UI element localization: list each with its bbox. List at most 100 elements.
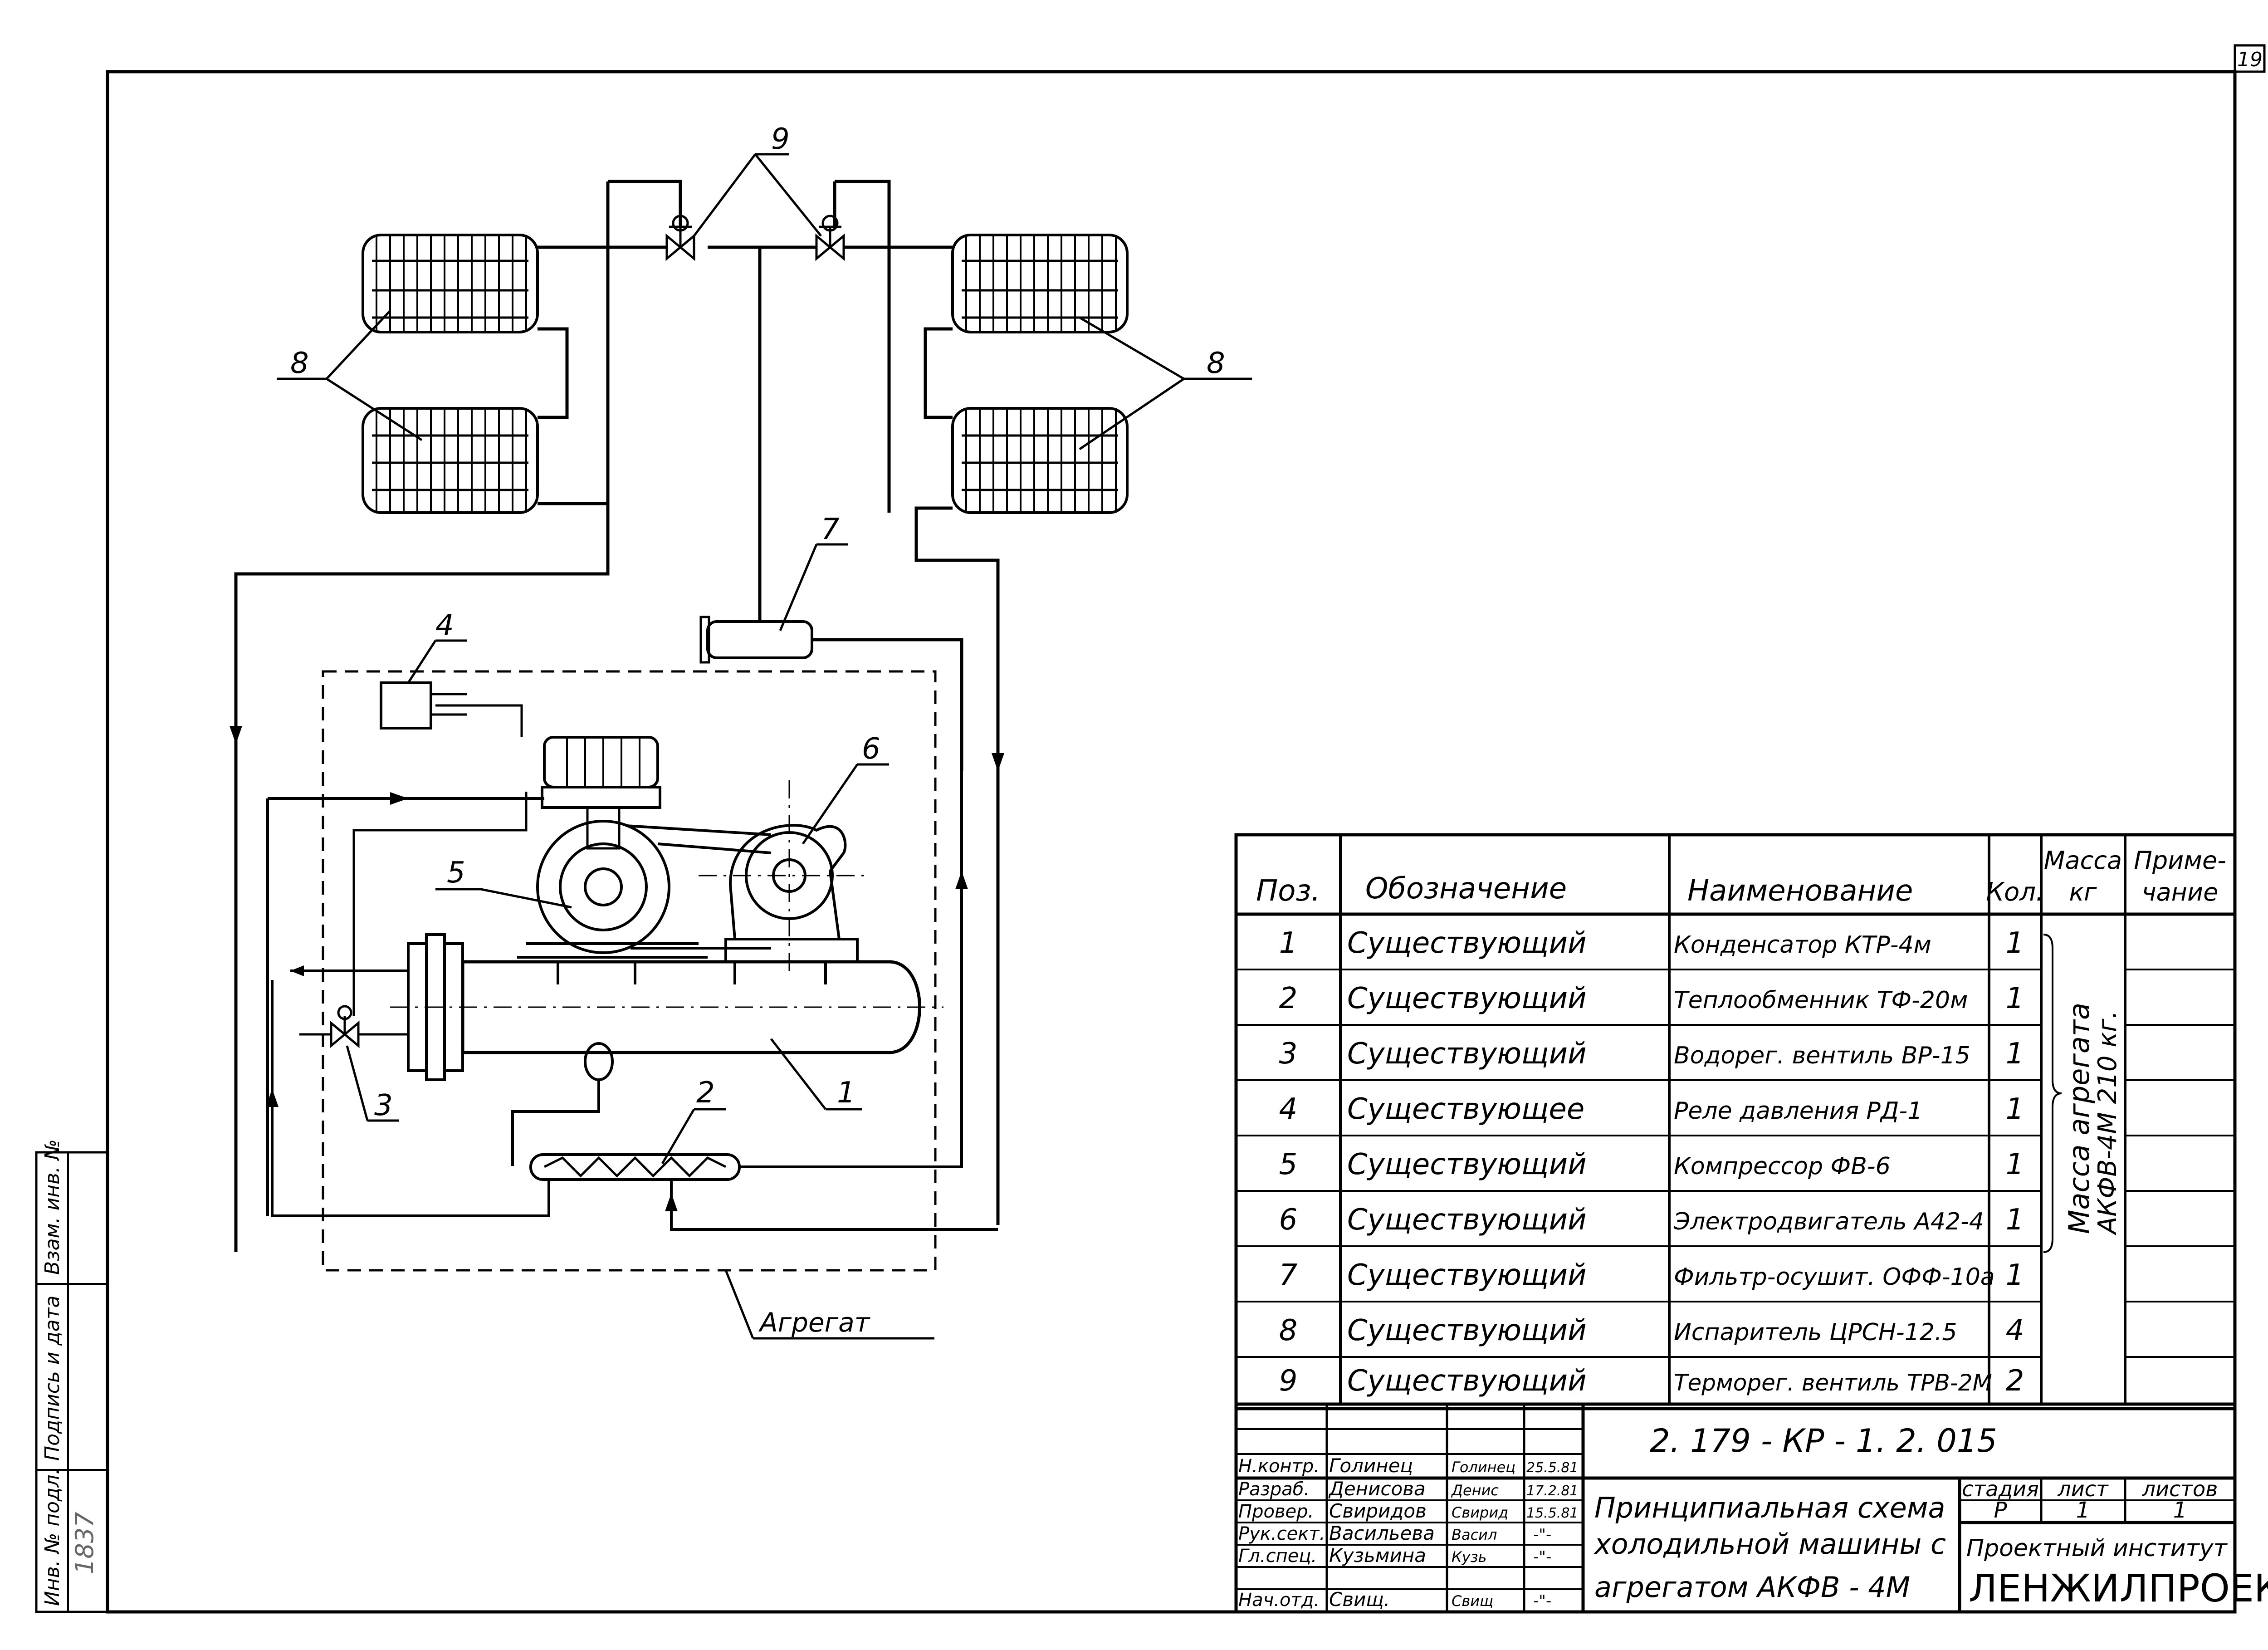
svg-text:4: 4	[1279, 1092, 1298, 1126]
sheets-label: листов	[2142, 1477, 2218, 1501]
label-3: 3	[374, 1089, 393, 1122]
mass-bracket	[2043, 934, 2062, 1253]
evaporator-right-top	[951, 234, 1129, 333]
svg-text:Гл.спец.: Гл.спец.	[1238, 1546, 1317, 1567]
svg-text:-"-: -"-	[1533, 1526, 1551, 1544]
arrow-right-down	[992, 753, 1004, 771]
leader-8-left: 8	[277, 310, 423, 441]
heat-exchanger-2	[271, 771, 998, 1231]
svg-text:Васил: Васил	[1452, 1526, 1497, 1543]
svg-text:Рук.сект.: Рук.сект.	[1238, 1523, 1325, 1544]
svg-text:-"-: -"-	[1533, 1548, 1551, 1566]
sign-date-label: Подпись и дата	[41, 1296, 64, 1461]
leader-7: 7	[779, 513, 848, 631]
svg-text:3: 3	[1279, 1037, 1298, 1071]
svg-text:Существующий: Существующий	[1347, 982, 1587, 1015]
label-4: 4	[435, 609, 454, 642]
svg-text:Существующий: Существующий	[1347, 1203, 1587, 1237]
svg-text:Кузь: Кузь	[1452, 1548, 1487, 1566]
svg-text:Н.контр.: Н.контр.	[1238, 1456, 1320, 1477]
svg-text:-"-: -"-	[1533, 1592, 1551, 1610]
title-block: 2. 179 - КР - 1. 2. 015 Принципиальная с…	[1234, 1402, 2268, 1614]
pressure-relay-4	[380, 681, 523, 737]
leader-aggregate: Агрегат	[724, 1270, 934, 1340]
header-pos: Поз.	[1256, 874, 1320, 908]
label-1: 1	[837, 1076, 855, 1110]
label-7: 7	[821, 513, 840, 546]
table-row: 2 Существующий Теплообменник ТФ-20м 1	[1279, 982, 2024, 1015]
inv-number: 1837	[70, 1512, 99, 1574]
arrow-loop	[390, 792, 408, 805]
label-5: 5	[447, 856, 465, 890]
svg-text:Конденсатор КТР-4м: Конденсатор КТР-4м	[1674, 931, 1931, 959]
svg-text:Денис: Денис	[1451, 1482, 1499, 1499]
table-row: 1 Существующий Конденсатор КТР-4м 1	[1279, 926, 2024, 960]
receiver	[511, 1042, 614, 1166]
header-note-2: чание	[2142, 878, 2219, 906]
header-name: Наименование	[1687, 874, 1913, 908]
evaporator-left-bottom	[362, 407, 539, 514]
leader-3: 3	[346, 1045, 399, 1122]
svg-text:Провер.: Провер.	[1238, 1501, 1314, 1522]
stage-label: стадия	[1962, 1477, 2039, 1501]
header-mass-1: Масса	[2044, 846, 2122, 875]
stage-value: Р	[1994, 1498, 2007, 1523]
svg-text:1: 1	[2006, 926, 2024, 960]
org-line-1: Проектный институт	[1966, 1535, 2228, 1562]
evaporator-pipes	[234, 180, 1000, 1252]
svg-text:9: 9	[1279, 1364, 1298, 1398]
svg-text:Свищ: Свищ	[1452, 1592, 1493, 1610]
label-8-left: 8	[290, 347, 309, 380]
signer-row: Нач.отд. Свищ. Свищ -"-	[1238, 1588, 1551, 1611]
svg-text:Васильева: Васильева	[1329, 1522, 1435, 1544]
leader-5: 5	[435, 856, 572, 909]
sheet-value: 1	[2076, 1498, 2090, 1523]
mass-note-1: Масса агрегата	[2063, 1003, 2096, 1234]
table-row: 7 Существующий Фильтр-осушит. ОФФ-10а 1	[1279, 1258, 2024, 1292]
table-row: 6 Существующий Электродвигатель А42-4 1	[1279, 1203, 2024, 1237]
svg-text:Водорег. вентиль ВР-15: Водорег. вентиль ВР-15	[1674, 1042, 1970, 1069]
leader-9: 9	[693, 122, 822, 237]
signer-row: Н.контр. Голинец Голинец 25.5.81	[1238, 1454, 1579, 1477]
leader-6: 6	[802, 732, 889, 845]
evaporator-left-top	[362, 234, 539, 333]
svg-text:1: 1	[2006, 1092, 2024, 1126]
evaporator-right-bottom	[951, 407, 1129, 514]
arrow-left-up	[266, 1089, 279, 1107]
svg-text:Существующий: Существующий	[1347, 1258, 1587, 1292]
svg-text:Свищ.: Свищ.	[1329, 1588, 1390, 1611]
arrow-right-up	[955, 871, 968, 889]
svg-text:5: 5	[1279, 1148, 1298, 1181]
motor-6	[699, 780, 866, 971]
svg-text:Нач.отд.: Нач.отд.	[1238, 1590, 1320, 1611]
svg-text:Голинец: Голинец	[1452, 1459, 1515, 1476]
svg-text:7: 7	[1279, 1258, 1298, 1292]
svg-text:Существующий: Существующий	[1347, 926, 1587, 960]
svg-text:6: 6	[1279, 1203, 1298, 1237]
sheets-value: 1	[2173, 1498, 2187, 1523]
svg-text:Теплообменник ТФ-20м: Теплообменник ТФ-20м	[1674, 987, 1968, 1014]
svg-text:Существующий: Существующий	[1347, 1037, 1587, 1071]
svg-text:Существующий: Существующий	[1347, 1148, 1587, 1181]
svg-text:2: 2	[2006, 1364, 2024, 1398]
table-row: 9 Существующий Терморег. вентиль ТРВ-2М …	[1279, 1364, 2024, 1398]
header-qty: Кол.	[1986, 877, 2044, 907]
table-row: 3 Существующий Водорег. вентиль ВР-15 1	[1279, 1037, 2024, 1071]
signer-row: Разраб. Денисова Денис 17.2.81	[1238, 1478, 1579, 1500]
svg-text:1: 1	[2006, 1148, 2024, 1181]
table-row: 5 Существующий Компрессор ФВ-6 1	[1279, 1148, 2024, 1181]
sheet-number: 19	[2237, 48, 2263, 71]
svg-text:15.5.81: 15.5.81	[1526, 1505, 1579, 1521]
leader-2: 2	[661, 1076, 726, 1165]
svg-text:Компрессор ФВ-6: Компрессор ФВ-6	[1674, 1153, 1891, 1180]
svg-text:17.2.81: 17.2.81	[1526, 1483, 1579, 1499]
svg-text:Терморег. вентиль ТРВ-2М: Терморег. вентиль ТРВ-2М	[1674, 1370, 1992, 1396]
table-row: 4 Существующее Реле давления РД-1 1	[1279, 1092, 2024, 1126]
filter-dryer-7	[699, 616, 963, 771]
arrow-left-down	[230, 726, 242, 744]
valve-9-right	[815, 215, 845, 261]
svg-text:4: 4	[2006, 1314, 2024, 1347]
label-9: 9	[771, 122, 790, 156]
svg-text:Свирид: Свирид	[1452, 1504, 1508, 1521]
